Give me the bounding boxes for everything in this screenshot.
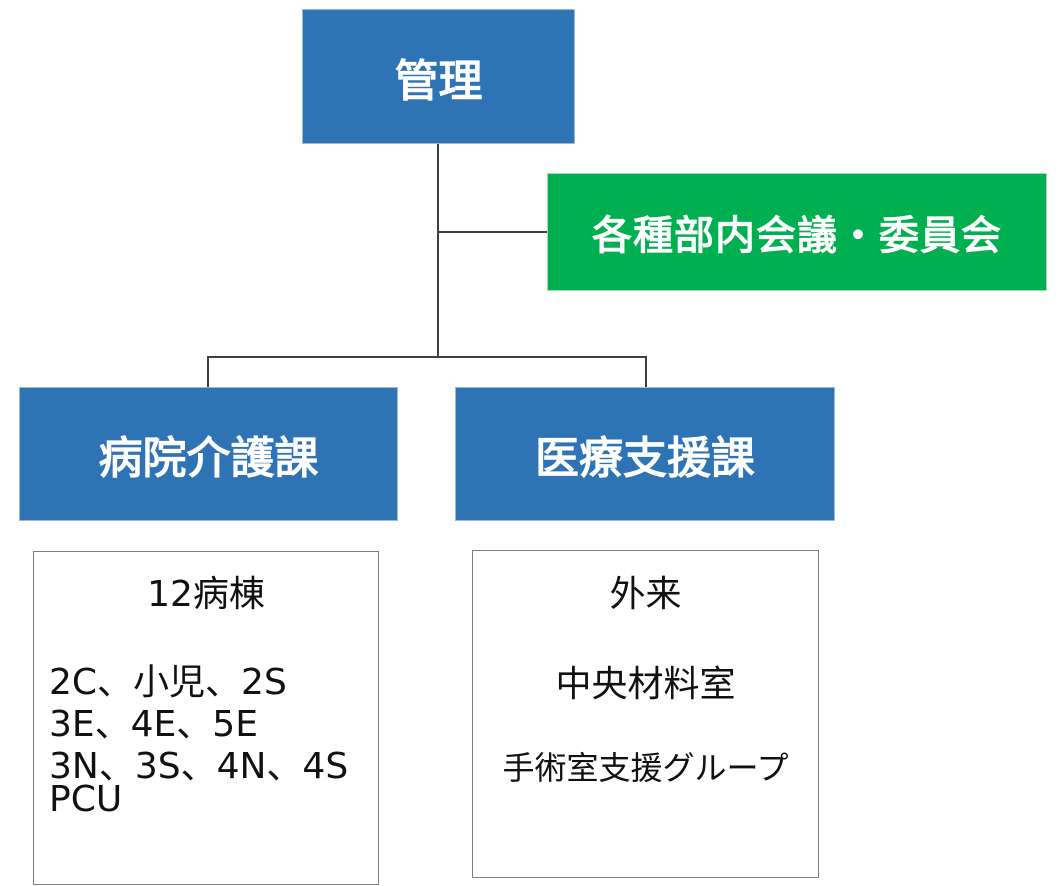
outpatient-label: 外来 (609, 574, 682, 615)
ward-line-3: 3N、3S、4N、4S (49, 746, 349, 787)
vertical-connector-main (437, 144, 439, 358)
committee-node: 各種部内会議・委員会 (547, 173, 1047, 291)
management-node: 管理 (302, 9, 575, 144)
ward-list-box: 12病棟 2C、小児、2S 3E、4E、5E 3N、3S、4N、4S PCU (33, 551, 379, 885)
committee-connector (437, 231, 547, 233)
medical-support-node: 医療支援課 (455, 387, 835, 521)
left-branch-connector (207, 356, 209, 387)
surgery-support-label: 手術室支援グループ (502, 749, 789, 787)
central-supply-label: 中央材料室 (555, 664, 736, 705)
ward-line-2: 3E、4E、5E (49, 704, 258, 745)
horizontal-connector (207, 356, 647, 358)
right-branch-connector (645, 356, 647, 387)
hospital-care-node: 病院介護課 (19, 387, 398, 521)
ward-count-heading: 12病棟 (147, 574, 265, 615)
department-list-box: 外来 中央材料室 手術室支援グループ (472, 550, 819, 878)
ward-line-1: 2C、小児、2S (49, 662, 287, 703)
ward-line-4: PCU (49, 779, 123, 820)
